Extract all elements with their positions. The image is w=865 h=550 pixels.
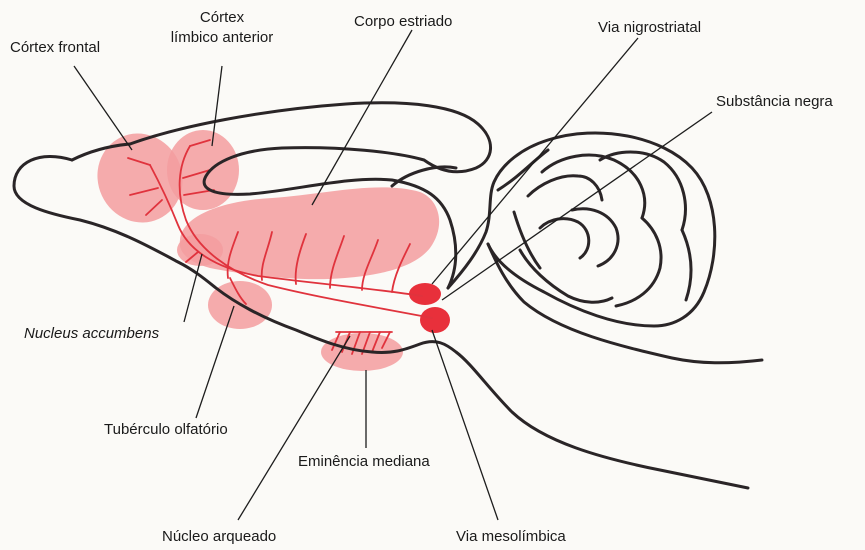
label-cortex-frontal: Córtex frontal [10,39,100,56]
label-cortex-limbico-line2: límbico anterior [171,29,274,46]
label-tuberculo-olfatorio: Tubérculo olfatório [104,421,228,438]
via-mesolimbica-nucleus [420,307,450,333]
label-cortex-limbico-line1: Córtex [200,9,245,26]
label-corpo-estriado: Corpo estriado [354,13,452,30]
label-via-nigroestriatal: Via nigrostriatal [598,19,701,36]
label-via-mesolimbica: Via mesolímbica [456,528,566,545]
label-nucleus-accumbens: Nucleus accumbens [24,325,160,342]
label-eminencia-mediana: Eminência mediana [298,453,430,470]
label-nucleo-arqueado: Núcleo arqueado [162,528,276,545]
label-substancia-negra: Substância negra [716,93,833,110]
